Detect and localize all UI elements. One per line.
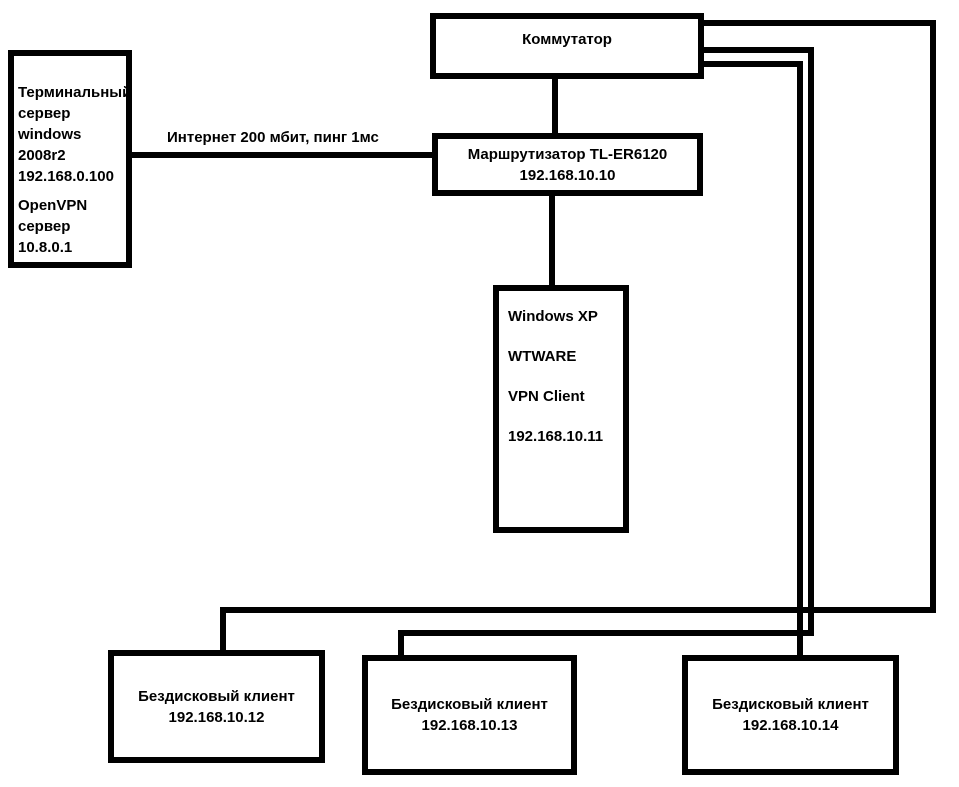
openvpn-server-line: сервер (18, 218, 71, 235)
node-terminal-server: Терминальный сервер windows 2008r2 192.1… (8, 50, 132, 268)
connector-switch-client2-h2 (398, 630, 814, 636)
openvpn-server-ip: 10.8.0.1 (18, 239, 73, 256)
xp-vpn-label: VPN Client (508, 388, 585, 405)
router-ip: 192.168.10.10 (519, 166, 616, 184)
terminal-server-os-line: windows (18, 126, 82, 143)
terminal-server-ip: 192.168.0.100 (18, 168, 114, 185)
diskless-client-label: Бездисковый клиент (712, 696, 869, 713)
xp-ip: 192.168.10.11 (508, 428, 604, 445)
node-xp-client: Windows XP WTWARE VPN Client 192.168.10.… (493, 285, 629, 533)
connector-switch-client3-h1 (703, 61, 803, 67)
connector-switch-router (552, 78, 558, 134)
xp-os-label: Windows XP (508, 308, 598, 325)
node-diskless-client-2: Бездисковый клиент 192.168.10.13 (362, 655, 577, 775)
node-diskless-client-3: Бездисковый клиент 192.168.10.14 (682, 655, 899, 775)
diskless-client-ip: 192.168.10.13 (421, 717, 518, 734)
connector-switch-client1-h1 (703, 20, 936, 26)
terminal-server-os-line: 2008r2 (18, 147, 66, 164)
terminal-server-name-line: Терминальный (18, 84, 132, 101)
diskless-client-label: Бездисковый клиент (391, 696, 548, 713)
router-model: Маршрутизатор TL-ER6120 (467, 145, 668, 163)
connector-switch-client2-v1 (808, 47, 814, 636)
connector-router-xp (549, 196, 555, 286)
connector-terminal-router (131, 152, 432, 158)
node-switch: Коммутатор (430, 13, 704, 79)
diskless-client-ip: 192.168.10.14 (742, 717, 839, 734)
connector-switch-client2-v2 (398, 635, 404, 656)
diskless-client-ip: 192.168.10.12 (168, 708, 265, 726)
switch-label: Коммутатор (522, 31, 612, 48)
connector-switch-client2-h1 (703, 47, 814, 53)
node-diskless-client-1: Бездисковый клиент 192.168.10.12 (108, 650, 325, 763)
connector-switch-client1-h2 (220, 607, 936, 613)
xp-wtware-label: WTWARE (508, 348, 577, 365)
terminal-server-name-line: сервер (18, 105, 71, 122)
node-router: Маршрутизатор TL-ER6120 192.168.10.10 (432, 133, 703, 196)
internet-link-label: Интернет 200 мбит, пинг 1мс (167, 129, 379, 146)
connector-switch-client3-v1 (797, 61, 803, 656)
diskless-client-label: Бездисковый клиент (138, 687, 295, 705)
connector-switch-client1-v1 (930, 20, 936, 613)
openvpn-server-line: OpenVPN (18, 197, 88, 214)
connector-switch-client1-v2 (220, 612, 226, 651)
